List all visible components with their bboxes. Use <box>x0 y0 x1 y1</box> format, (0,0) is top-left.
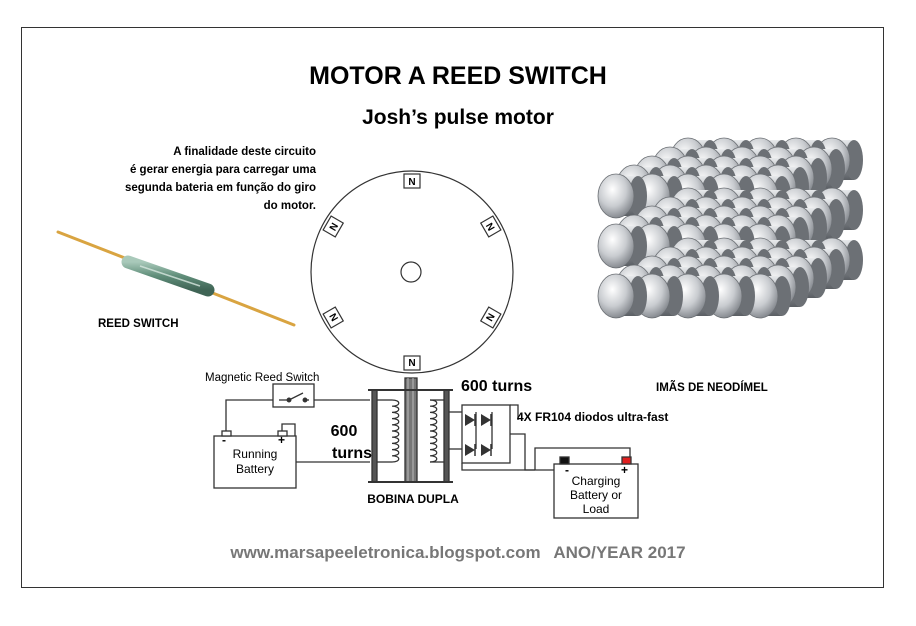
purpose-line: segunda bateria em função do giro <box>124 182 316 194</box>
footer-website: www.marsapeeletronica.blogspot.com <box>230 543 541 562</box>
wire <box>461 463 535 471</box>
reed-switch-image <box>56 230 296 327</box>
diode-array <box>465 414 492 456</box>
rotor-axle <box>400 261 422 283</box>
diodes-label: 4X FR104 diodos ultra-fast <box>517 410 668 424</box>
charging-battery-label: Load <box>583 502 610 516</box>
reed-lead-left <box>56 230 132 262</box>
magnetic-reed-switch-label: Magnetic Reed Switch <box>205 372 319 384</box>
reed-lead-right <box>203 288 296 327</box>
charging-battery-minus: - <box>565 463 569 477</box>
charging-battery-plus: + <box>621 463 628 477</box>
right-coil-turns: 600 turns <box>461 378 532 395</box>
purpose-line: do motor. <box>263 200 316 212</box>
footer-year: ANO/YEAR 2017 <box>553 543 686 562</box>
diode <box>465 414 476 426</box>
page-title: MOTOR A REED SWITCH <box>309 62 607 90</box>
charging-battery-label: Battery or <box>570 488 622 502</box>
diode <box>465 444 476 456</box>
charging-plus-terminal <box>621 456 632 465</box>
coil-frame-left <box>371 389 378 483</box>
left-coil-turns: turns <box>332 445 372 462</box>
diode <box>481 444 492 456</box>
charging-battery <box>553 463 639 519</box>
reed-switch-label: REED SWITCH <box>98 318 179 330</box>
page-subtitle: Josh’s pulse motor <box>362 106 554 129</box>
running-battery-minus: - <box>222 433 226 447</box>
rotor-magnet: N <box>322 215 345 238</box>
reed-switch-symbol <box>272 383 315 408</box>
purpose-description: A finalidade deste circuito é gerar ener… <box>66 143 316 215</box>
rotor-magnet: N <box>403 173 421 189</box>
diode-bridge <box>461 404 511 464</box>
purpose-line: A finalidade deste circuito <box>173 146 316 158</box>
magnet-cylinder <box>597 223 647 269</box>
running-battery-label: Running <box>233 447 278 461</box>
running-battery <box>213 435 297 489</box>
rotor-magnet: N <box>322 306 345 329</box>
rotor-magnet: N <box>403 355 421 371</box>
rotor-magnet: N <box>479 306 502 329</box>
footer: www.marsapeeletronica.blogspot.com ANO/Y… <box>0 543 916 563</box>
coil-core <box>404 377 418 483</box>
running-battery-label: Battery <box>236 462 274 476</box>
coil-label: BOBINA DUPLA <box>367 492 459 506</box>
magnet-cylinder <box>597 273 647 319</box>
neodymium-magnets-image <box>597 137 863 319</box>
rotor-magnet-letter: N <box>408 356 415 367</box>
rotor-disk: N N N N N N <box>310 170 514 374</box>
rotor-magnet: N <box>479 215 502 238</box>
purpose-line: é gerar energia para carregar uma <box>129 164 316 176</box>
wire <box>225 399 273 432</box>
neodymium-magnets-label: IMÃS DE NEODÍMEL <box>656 382 768 394</box>
coil-frame-right <box>443 389 450 483</box>
rotor-magnet-letter: N <box>483 311 496 323</box>
rotor-magnet-letter: N <box>483 221 496 233</box>
wire <box>534 447 631 470</box>
diagram-frame <box>21 27 884 588</box>
wire <box>510 433 545 471</box>
wire <box>281 423 370 463</box>
magnet-cylinder <box>597 173 647 219</box>
running-battery-plus: + <box>278 433 285 447</box>
rotor-magnet-letter: N <box>328 221 341 233</box>
diode <box>481 414 492 426</box>
left-coil-turns: 600 <box>331 423 358 440</box>
rotor-magnet-letter: N <box>408 177 415 188</box>
coil-winding <box>391 399 400 463</box>
charging-minus-terminal <box>559 456 570 465</box>
circuit-schematic <box>213 377 639 519</box>
rotor-magnet-letter: N <box>328 311 341 323</box>
charging-battery-label: Charging <box>572 474 621 488</box>
coil-winding <box>429 399 438 463</box>
